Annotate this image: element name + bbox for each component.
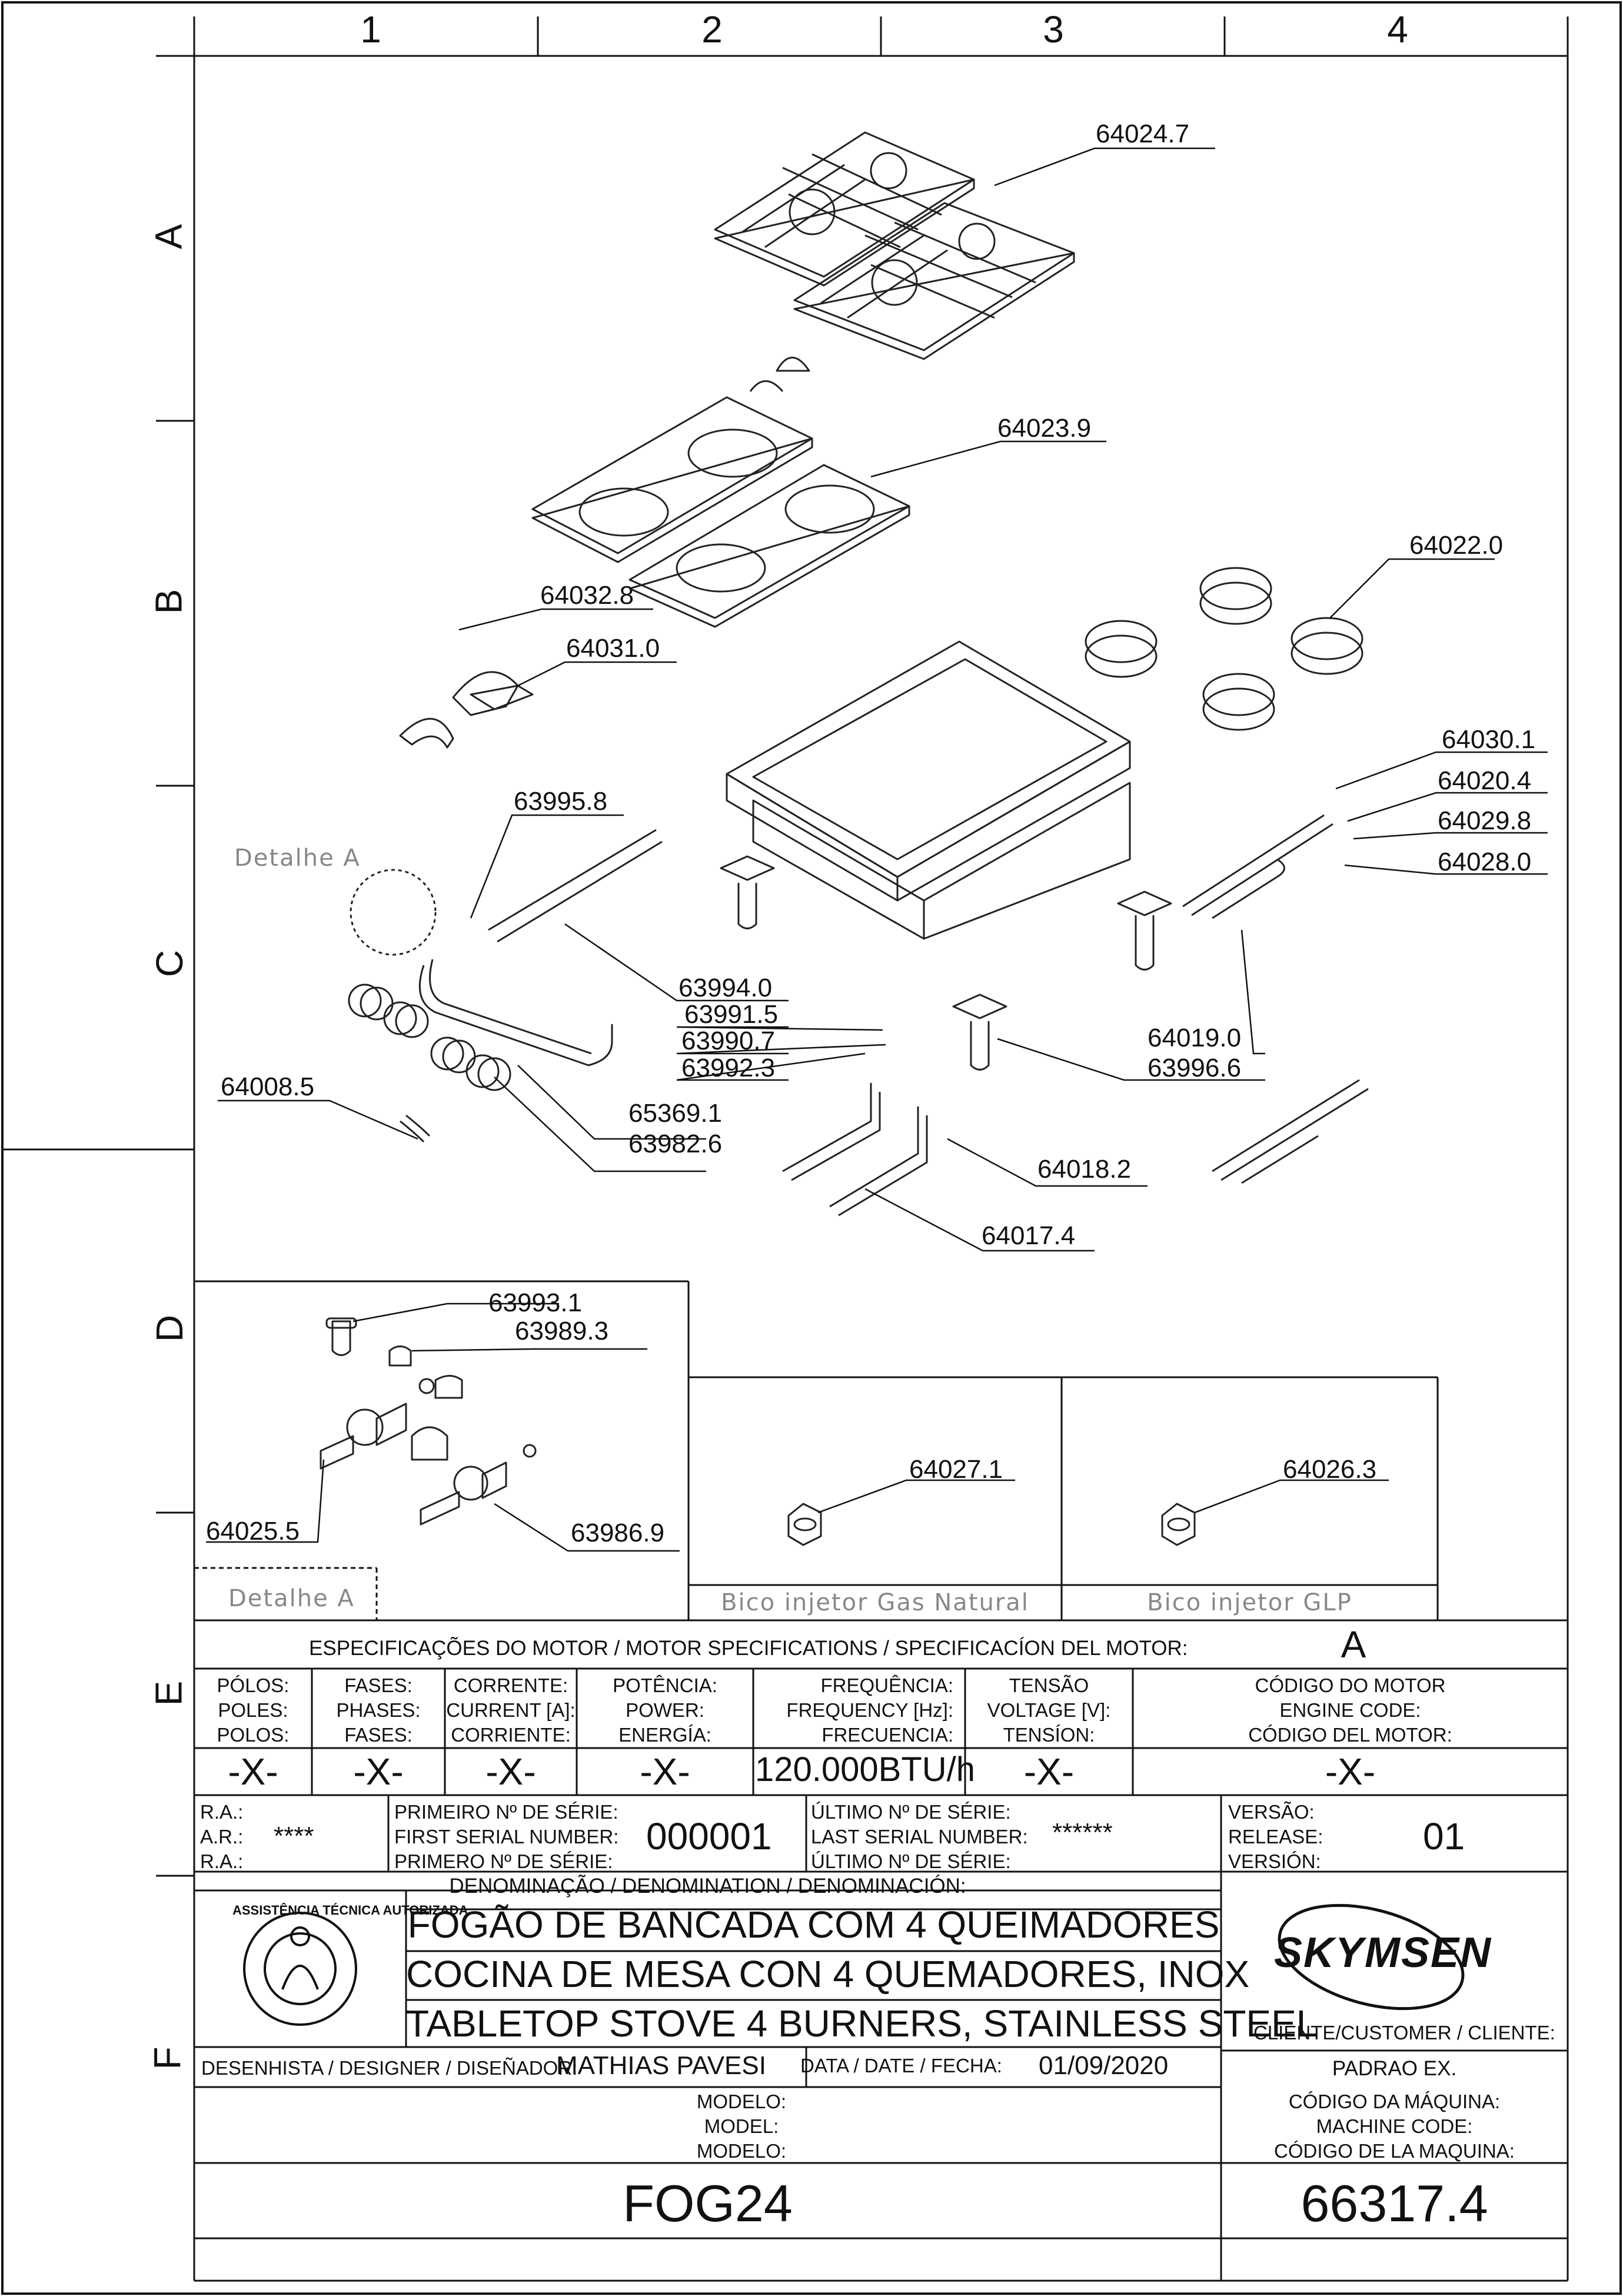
spec-frequency-value: 120.000BTU/h [754, 1750, 976, 1789]
client-label: CLIENTE/CUSTOMER / CLIENTE: [1253, 2022, 1555, 2044]
natural-gas-injector-caption: Bico injetor Gas Natural [721, 1589, 1029, 1616]
injector-glp [1161, 1503, 1196, 1546]
last-serial-labels: ÚLTIMO Nº DE SÉRIE:LAST SERIAL NUMBER:ÚL… [811, 1801, 1028, 1873]
spec-current: CORRENTE:CURRENT [A]:CORRIENTE: [446, 1674, 576, 1746]
product-title-en: TABLETOP STOVE 4 BURNERS, STAINLESS STEE… [406, 2002, 1318, 2045]
spec-current-value: -X- [485, 1750, 536, 1793]
foot-right [1117, 891, 1172, 971]
last-serial-value: ****** [1052, 1818, 1113, 1847]
part-label: 63993.1 [488, 1288, 583, 1317]
row-c: C [148, 949, 191, 978]
column-4: 4 [1387, 8, 1408, 51]
ra-labels: R.A.:A.R.:R.A.: [200, 1801, 244, 1873]
burner-grate-left [714, 131, 975, 287]
row-a: A [147, 224, 190, 250]
product-title-es: COCINA DE MESA CON 4 QUEMADORES, INOX [406, 1953, 1250, 1995]
spec-engine-code-value: -X- [1325, 1750, 1376, 1793]
part-label: 63994.0 [679, 973, 773, 1002]
stove-body [726, 640, 1131, 940]
row-e: E [147, 1680, 190, 1706]
part-label: 64023.9 [997, 414, 1092, 443]
part-label: 64020.4 [1438, 766, 1532, 795]
spec-voltage-value: -X- [1023, 1750, 1075, 1793]
injector-natural-gas [787, 1503, 822, 1546]
part-label: 63990.7 [681, 1026, 776, 1055]
seal-lettering: ASSISTÊNCIA TÉCNICA AUTORIZADA [232, 1903, 468, 1918]
date-value: 01/09/2020 [1039, 2051, 1169, 2080]
denomination-label: DENOMINAÇÃO / DENOMINATION / DENOMINACIÓ… [449, 1875, 966, 1898]
part-label: 64031.0 [566, 634, 660, 663]
spec-poles: PÓLOS:POLES:POLOS: [217, 1674, 290, 1746]
ra-value: **** [274, 1822, 314, 1850]
model-labels: MODELO:MODEL:MODELO: [696, 2091, 787, 2162]
skymsen-logo [1278, 1903, 1465, 2011]
detail-a-callout: Detalhe A [234, 845, 361, 872]
brand-logo-text: SKYMSEN [1274, 1929, 1492, 1976]
part-label: 64027.1 [909, 1455, 1003, 1484]
burner-heads [1085, 567, 1363, 731]
part-label: 64030.1 [1442, 725, 1536, 754]
foot-front [952, 994, 1007, 1071]
part-label: 64025.5 [206, 1517, 300, 1546]
spec-poles-value: -X- [228, 1750, 278, 1793]
column-3: 3 [1043, 8, 1064, 51]
part-label: 63982.6 [628, 1129, 723, 1158]
column-2: 2 [701, 8, 723, 51]
part-label: 64029.8 [1438, 806, 1532, 835]
part-label: 63989.3 [515, 1317, 609, 1345]
part-label: 63986.9 [571, 1519, 665, 1547]
model-value: FOG24 [623, 2174, 793, 2232]
row-d: D [148, 1314, 191, 1343]
part-label: 64019.0 [1148, 1024, 1242, 1052]
part-label: 64032.8 [540, 581, 634, 610]
drip-tray-left [531, 396, 813, 563]
part-label: 65369.1 [628, 1099, 723, 1128]
part-label: 64017.4 [982, 1221, 1076, 1250]
drip-tray-right [628, 464, 910, 628]
part-label: 64024.7 [1096, 119, 1190, 148]
motor-spec-title: ESPECIFICAÇÕES DO MOTOR / MOTOR SPECIFIC… [309, 1637, 1188, 1660]
machine-code-value: 66317.4 [1301, 2174, 1488, 2232]
version-labels: VERSÃO:RELEASE:VERSIÓN: [1228, 1801, 1323, 1873]
first-serial-value: 000001 [646, 1815, 772, 1858]
part-label: 63992.3 [681, 1054, 776, 1082]
authorized-service-seal [243, 1912, 357, 2026]
client-value: PADRAO EX. [1332, 2057, 1457, 2080]
part-label: 64008.5 [221, 1072, 315, 1101]
control-knobs [348, 983, 511, 1091]
part-label: 64026.3 [1283, 1455, 1377, 1484]
version-value: 01 [1423, 1815, 1465, 1858]
part-label: 64028.0 [1438, 848, 1532, 876]
column-1: 1 [360, 8, 381, 51]
burner-grate-right [793, 202, 1075, 360]
part-label: 64022.0 [1409, 531, 1504, 560]
spec-phases-value: -X- [353, 1750, 404, 1793]
part-label: 64018.2 [1037, 1155, 1132, 1184]
first-serial-labels: PRIMEIRO Nº DE SÉRIE:FIRST SERIAL NUMBER… [394, 1801, 619, 1873]
designer-label: DESENHISTA / DESIGNER / DISEÑADOR: [201, 2057, 578, 2079]
spec-power-value: -X- [640, 1750, 690, 1793]
foot-left [720, 855, 775, 929]
date-label: DATA / DATE / FECHA: [800, 2055, 1002, 2076]
part-label: 63996.6 [1148, 1054, 1242, 1082]
motor-spec-value: A [1341, 1623, 1366, 1666]
glp-injector-caption: Bico injetor GLP [1147, 1589, 1352, 1616]
spec-power: POTÊNCIA:POWER:ENERGÍA: [613, 1674, 717, 1746]
part-label: 63991.5 [684, 1000, 779, 1029]
product-title-pt: FOGÃO DE BANCADA COM 4 QUEIMADORES [407, 1903, 1220, 1946]
row-b: B [147, 589, 190, 614]
row-f: F [146, 2046, 189, 2070]
machine-code-labels: CÓDIGO DA MÁQUINA:MACHINE CODE:CÓDIGO DE… [1274, 2091, 1515, 2162]
detail-a-caption: Detalhe A [228, 1585, 355, 1612]
spec-phases: FASES:PHASES:FASES: [336, 1674, 421, 1746]
spec-frequency: FREQUÊNCIA:FREQUENCY [Hz]:FRECUENCIA: [786, 1674, 953, 1746]
part-label: 63995.8 [514, 787, 608, 816]
designer-value: MATHIAS PAVESI [556, 2051, 766, 2080]
